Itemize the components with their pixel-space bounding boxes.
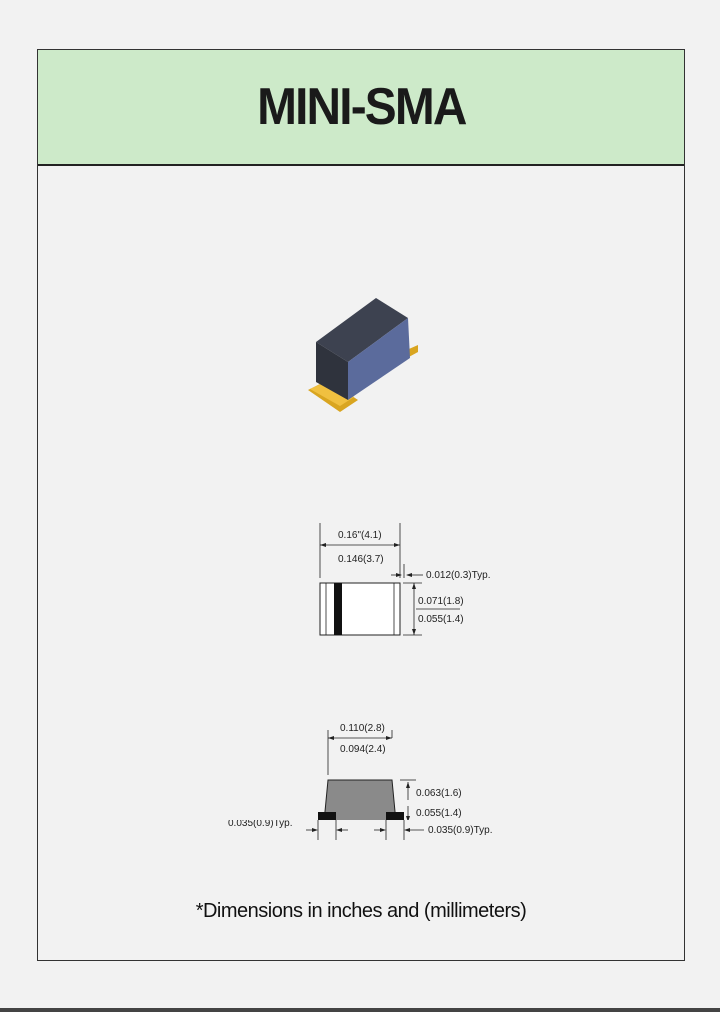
side-view: 0.110(2.8) 0.094(2.4) 0.063(1.6) 0.055(1… bbox=[318, 723, 462, 820]
dimension-drawing: 0.16"(4.1) 0.146(3.7) 0.012(0.3)Typ. 0.0… bbox=[318, 523, 490, 820]
pad-right-typ: 0.035(0.9)Typ. bbox=[428, 825, 492, 836]
side-body bbox=[323, 779, 397, 820]
bottom-rule bbox=[0, 1008, 720, 1012]
side-pad-left bbox=[318, 812, 336, 820]
top-width-max: 0.071(1.8) bbox=[418, 596, 464, 607]
top-width-min: 0.055(1.4) bbox=[418, 614, 464, 625]
pad-left-typ: 0.035(0.9)Typ. bbox=[228, 820, 292, 829]
side-width-min: 0.094(2.4) bbox=[340, 744, 386, 755]
side-height-max: 0.063(1.6) bbox=[416, 788, 462, 799]
package-side bbox=[348, 318, 410, 400]
package-front bbox=[316, 342, 348, 400]
page-title: MINI-SMA bbox=[256, 78, 467, 136]
pad-dimensions: 0.035(0.9)Typ. 0.035(0.9)Typ. bbox=[228, 820, 492, 840]
datasheet-page: MINI-SMA 0.16"(4.1) 0.146(3.7) 0 bbox=[37, 49, 685, 961]
terminal-left-highlight bbox=[310, 381, 354, 406]
side-height-min: 0.055(1.4) bbox=[416, 808, 462, 819]
package-photo bbox=[308, 298, 418, 412]
title-banner: MINI-SMA bbox=[38, 50, 684, 166]
side-width-max: 0.110(2.8) bbox=[340, 723, 385, 734]
cathode-band bbox=[334, 583, 342, 635]
top-lead-typ: 0.012(0.3)Typ. bbox=[426, 570, 490, 581]
side-pad-right bbox=[386, 812, 404, 820]
top-body-outline bbox=[319, 582, 401, 636]
package-top bbox=[316, 298, 408, 362]
top-length-max: 0.16"(4.1) bbox=[338, 530, 382, 541]
top-length-min: 0.146(3.7) bbox=[338, 554, 384, 565]
top-view: 0.16"(4.1) 0.146(3.7) 0.012(0.3)Typ. 0.0… bbox=[319, 523, 490, 636]
dimension-footnote: *Dimensions in inches and (millimeters) bbox=[195, 900, 527, 922]
